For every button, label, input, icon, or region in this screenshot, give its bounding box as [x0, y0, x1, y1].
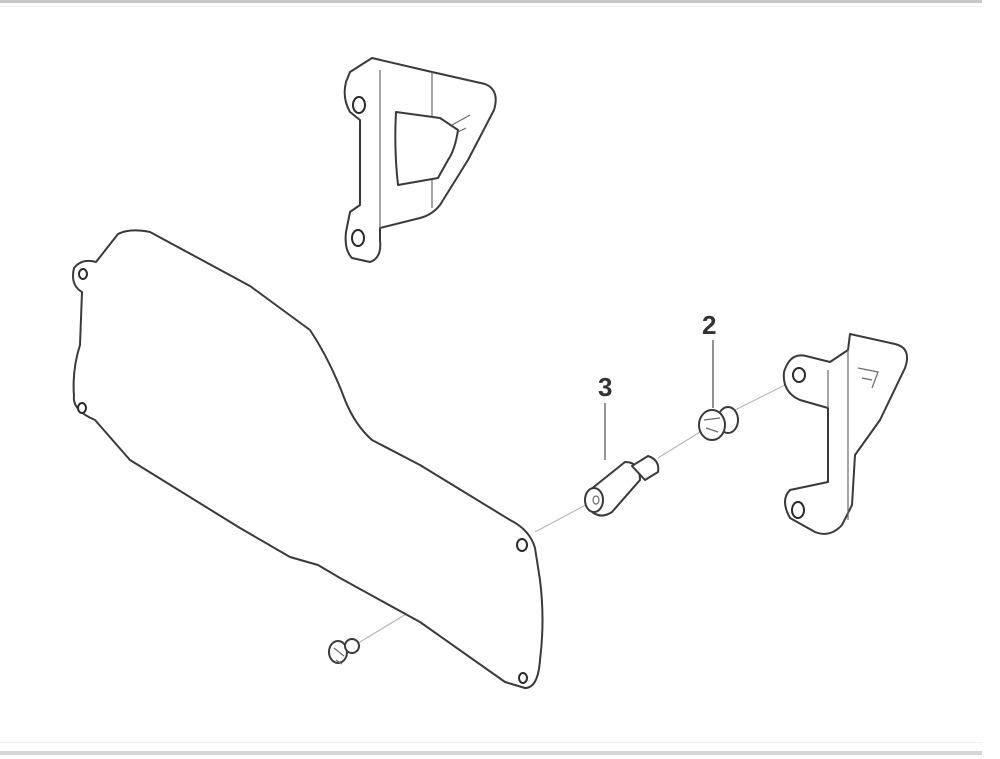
callout-3-label: 3	[598, 372, 612, 402]
bottom-frame-faint-line	[0, 742, 982, 743]
upper-bracket	[343, 57, 497, 263]
top-frame-line	[0, 0, 982, 3]
bottom-frame-line	[0, 751, 982, 755]
threaded-spacer	[584, 455, 660, 517]
small-screw	[328, 638, 360, 665]
callout-2-label: 2	[702, 310, 716, 340]
top-frame-faint-line	[0, 6, 982, 7]
screw-bolt	[698, 406, 739, 441]
cover-plate	[72, 229, 544, 689]
right-bracket	[782, 333, 908, 535]
